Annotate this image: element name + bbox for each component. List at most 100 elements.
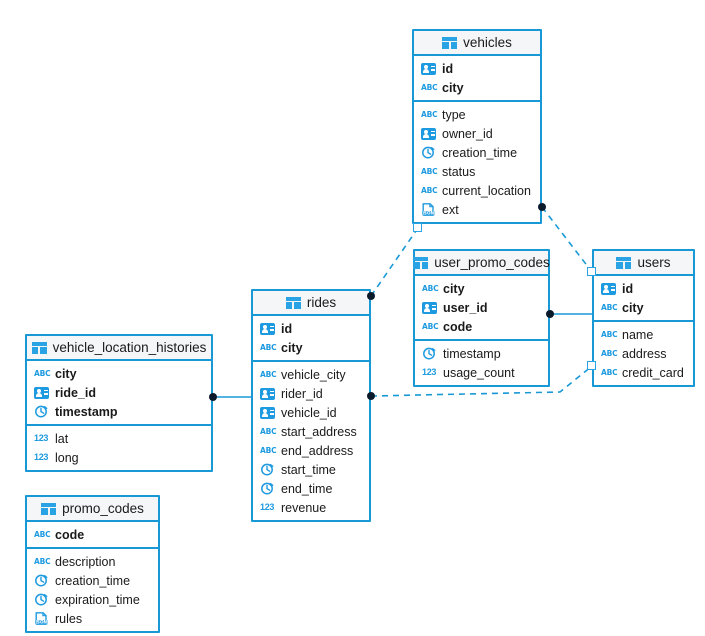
- field-name: current_location: [442, 183, 531, 198]
- clock-icon: [260, 463, 275, 476]
- primary-key-row-rides-id[interactable]: id: [253, 319, 369, 338]
- column-row-rides-vehicle_city[interactable]: ABC vehicle_city: [253, 365, 369, 384]
- table-header-vehicles[interactable]: vehicles: [414, 31, 540, 56]
- id-badge-icon: [260, 322, 275, 335]
- table-header-vehicle_location_histories[interactable]: vehicle_location_histories: [27, 336, 211, 361]
- clock-icon: [260, 482, 275, 495]
- table-header-promo_codes[interactable]: promo_codes: [27, 497, 158, 522]
- column-row-promo_codes-expiration_time[interactable]: expiration_time: [27, 590, 158, 609]
- table-header-users[interactable]: users: [594, 251, 693, 276]
- column-row-vehicles-creation_time[interactable]: creation_time: [414, 143, 540, 162]
- field-name: city: [622, 300, 644, 315]
- field-name: status: [442, 164, 476, 179]
- abc-icon: ABC: [260, 343, 277, 352]
- field-name: rider_id: [281, 386, 323, 401]
- column-row-rides-end_time[interactable]: end_time: [253, 479, 369, 498]
- column-row-promo_codes-description[interactable]: ABC description: [27, 552, 158, 571]
- id-badge-icon: [260, 406, 275, 419]
- table-grid-icon: [285, 296, 301, 309]
- json-icon: JSON: [34, 612, 49, 625]
- field-name: address: [622, 346, 667, 361]
- field-name: vehicle_id: [281, 405, 337, 420]
- field-name: start_address: [281, 424, 357, 439]
- table-grid-icon: [616, 256, 632, 269]
- clock-icon: [34, 593, 49, 606]
- table-header-rides[interactable]: rides: [253, 291, 369, 316]
- abc-icon: ABC: [260, 370, 277, 379]
- table-grid-icon: [31, 341, 47, 354]
- field-name: usage_count: [443, 365, 515, 380]
- field-name: id: [442, 61, 454, 76]
- field-name: end_address: [281, 443, 354, 458]
- primary-key-row-vehicle_location_histories-timestamp[interactable]: timestamp: [27, 402, 211, 421]
- field-name: description: [55, 554, 116, 569]
- abc-icon: ABC: [34, 557, 51, 566]
- column-row-users-address[interactable]: ABC address: [594, 344, 693, 363]
- primary-key-row-vehicle_location_histories-ride_id[interactable]: ride_id: [27, 383, 211, 402]
- field-name: id: [281, 321, 293, 336]
- column-row-rides-rider_id[interactable]: rider_id: [253, 384, 369, 403]
- clock-icon: [34, 574, 49, 587]
- primary-key-row-users-id[interactable]: id: [594, 279, 693, 298]
- column-row-promo_codes-creation_time[interactable]: creation_time: [27, 571, 158, 590]
- field-name: code: [443, 319, 473, 334]
- id-badge-icon: [34, 386, 49, 399]
- numeric-icon: 123: [34, 452, 49, 462]
- table-grid-icon: [413, 256, 429, 269]
- table-header-user_promo_codes[interactable]: user_promo_codes: [413, 251, 550, 276]
- field-name: vehicle_city: [281, 367, 346, 382]
- primary-key-row-vehicles-id[interactable]: id: [414, 59, 540, 78]
- field-name: ext: [442, 202, 459, 217]
- table-grid-icon: [442, 36, 458, 49]
- column-row-rides-start_time[interactable]: start_time: [253, 460, 369, 479]
- clock-icon: [422, 347, 437, 360]
- abc-icon: ABC: [34, 369, 51, 378]
- connector-rides-to-vehicles: [370, 227, 419, 297]
- column-row-vehicles-owner_id[interactable]: owner_id: [414, 124, 540, 143]
- column-row-rides-vehicle_id[interactable]: vehicle_id: [253, 403, 369, 422]
- field-name: timestamp: [55, 404, 118, 419]
- abc-icon: ABC: [421, 83, 438, 92]
- field-name: lat: [55, 431, 69, 446]
- column-row-user_promo_codes-timestamp[interactable]: timestamp: [415, 344, 548, 363]
- primary-key-row-user_promo_codes-user_id[interactable]: user_id: [415, 298, 548, 317]
- id-badge-icon: [422, 301, 437, 314]
- abc-icon: ABC: [601, 349, 618, 358]
- abc-icon: ABC: [601, 368, 618, 377]
- field-name: end_time: [281, 481, 333, 496]
